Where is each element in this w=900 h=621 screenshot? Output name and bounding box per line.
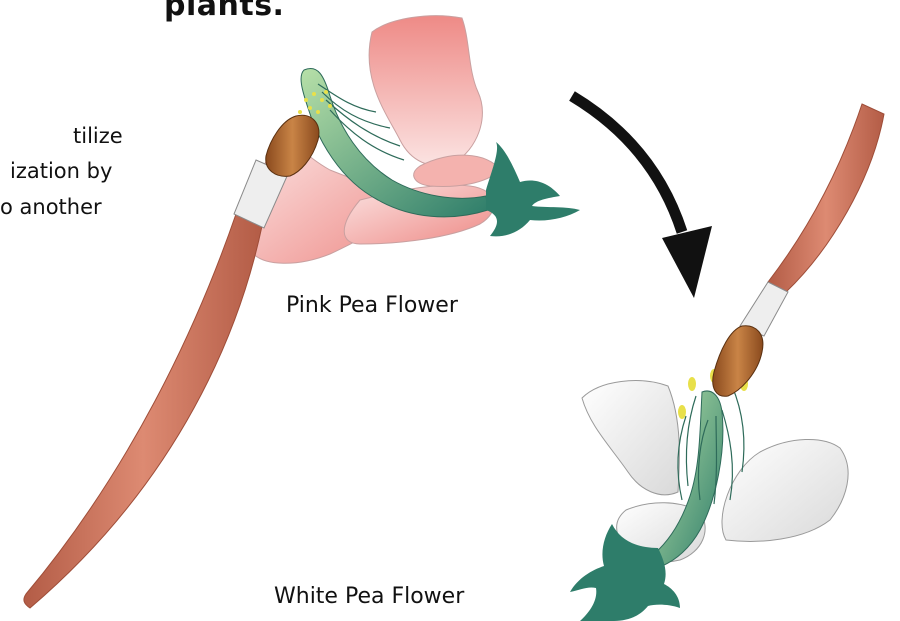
transfer-arrow: [572, 96, 712, 298]
brush-right-handle: [768, 104, 884, 292]
brush-left-handle: [24, 214, 262, 608]
paint-brush-right: [713, 104, 884, 396]
brush-right-tip: [713, 326, 763, 397]
pink-pea-flower-label: Pink Pea Flower: [286, 293, 458, 318]
white-petal-right: [722, 439, 848, 541]
white-petal-left: [582, 381, 679, 495]
body-text-line-3: o another: [0, 195, 102, 219]
body-text-line-2: ization by: [10, 159, 112, 183]
arrow-head: [662, 226, 712, 298]
white-pea-flower: [570, 369, 848, 621]
white-pea-flower-label: White Pea Flower: [274, 584, 464, 609]
body-text-line-1: tilize: [73, 124, 123, 148]
pink-flower-sepal: [486, 142, 580, 236]
pink-petal-upper: [369, 16, 482, 166]
arrow-shaft: [572, 96, 682, 232]
heading-text: plants.: [164, 0, 284, 23]
